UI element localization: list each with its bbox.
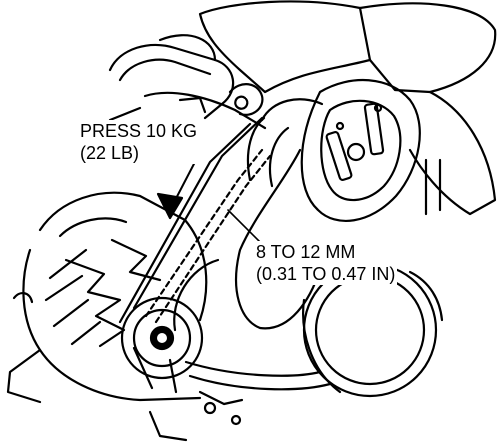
press-force-callout: PRESS 10 KG (22 LB)	[78, 120, 200, 164]
deflection-in-label: (0.31 TO 0.47 IN)	[256, 264, 396, 284]
engine-block-outline	[98, 34, 267, 152]
deflected-belt-dashed	[144, 148, 272, 324]
drive-belt	[118, 116, 332, 391]
alternator	[6, 191, 244, 442]
press-force-kg-label: PRESS 10 KG	[80, 121, 198, 141]
water-pump-pulley	[246, 98, 324, 188]
alternator-pulley	[120, 296, 204, 380]
deflection-mm-label: 8 TO 12 MM	[256, 242, 356, 262]
fan-blades	[173, 0, 497, 332]
fan-hub	[300, 78, 421, 223]
press-arrow	[156, 159, 197, 220]
press-force-lb-label: (22 LB)	[80, 143, 140, 163]
deflection-spec-callout: 8 TO 12 MM (0.31 TO 0.47 IN)	[254, 241, 398, 285]
